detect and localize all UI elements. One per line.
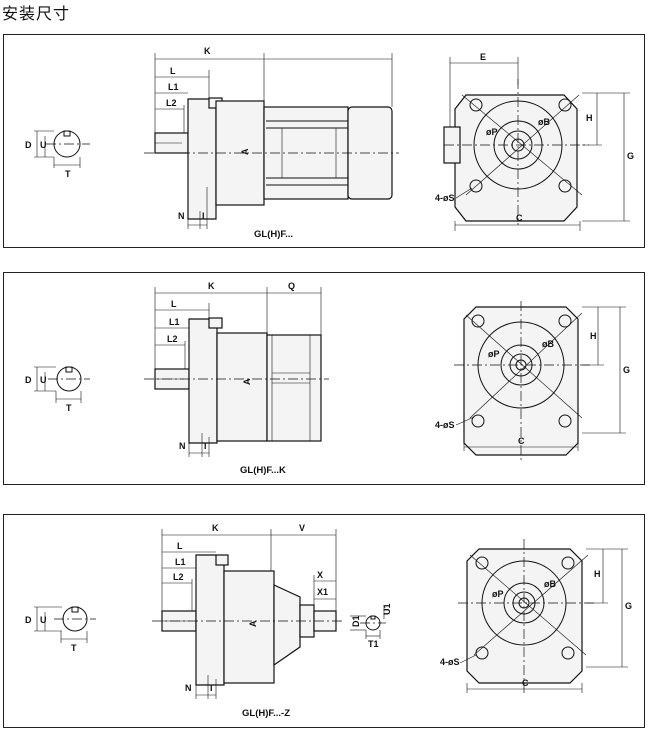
- dim-label-t: T: [71, 643, 77, 653]
- dim-label-h: H: [594, 569, 601, 579]
- dim-label-a: A: [248, 620, 258, 627]
- front-dimension-lines: [455, 306, 626, 451]
- side-view: [144, 317, 329, 444]
- dim-label-t1: T1: [368, 639, 379, 649]
- dim-label-i: I: [210, 683, 213, 693]
- dim-label-c: C: [518, 436, 525, 446]
- side-view: [144, 97, 399, 220]
- dim-label-l: L: [177, 541, 183, 551]
- dim-label-d: D: [25, 140, 32, 150]
- drawing-panel-z: D U T K V L L1 L2 X X1 N I A GL(H)F.: [3, 514, 645, 728]
- dim-label-l1: L1: [175, 557, 186, 567]
- front-view: [443, 79, 589, 225]
- shaft-end-view: [34, 130, 90, 168]
- dim-label-l2: L2: [173, 572, 184, 582]
- dim-label-p: øP: [488, 349, 500, 359]
- dim-label-b: øB: [538, 117, 550, 127]
- dim-label-l: L: [171, 299, 177, 309]
- front-dimension-lines: [459, 548, 628, 693]
- drawing-panel-motor: D U T K L L1 L2 N I A GL(H: [3, 34, 645, 248]
- z-type-drawing: D U T K V L L1 L2 X X1 N I A GL(H)F.: [25, 523, 632, 719]
- dim-label-k: K: [204, 46, 211, 56]
- shaft-end-view: [34, 366, 90, 403]
- dim-label-d1: D1: [351, 615, 361, 627]
- dim-label-n: N: [179, 441, 186, 451]
- front-dimension-lines: [449, 57, 630, 231]
- dim-label-p: øP: [492, 589, 504, 599]
- dim-label-p: øP: [486, 127, 498, 137]
- drawing-panel-k: D U T K Q L L1 L2 N I A GL(H)F...K: [3, 272, 645, 485]
- dimension-lines: [161, 529, 337, 699]
- dim-label-n: N: [185, 683, 192, 693]
- shaft-end-view: [34, 606, 96, 643]
- dim-label-i: I: [202, 211, 205, 221]
- dim-label-l: L: [170, 66, 176, 76]
- dimension-lines: [154, 53, 393, 229]
- dim-label-s: 4-øS: [435, 193, 455, 203]
- dim-label-l2: L2: [166, 98, 177, 108]
- front-view: [458, 539, 596, 695]
- dim-label-k: K: [212, 523, 219, 533]
- dim-label-d: D: [25, 615, 32, 625]
- dim-label-s: 4-øS: [440, 657, 460, 667]
- model-caption: GL(H)F...: [254, 229, 293, 240]
- dim-label-u: U: [40, 140, 47, 150]
- dim-label-l2: L2: [167, 334, 178, 344]
- dim-label-c: C: [522, 678, 529, 688]
- page-title: 安装尺寸: [2, 4, 71, 23]
- dim-label-b: øB: [544, 579, 556, 589]
- dim-label-a: A: [242, 378, 252, 385]
- dim-label-l1: L1: [168, 82, 179, 92]
- dim-label-d: D: [25, 375, 32, 385]
- k-type-drawing: D U T K Q L L1 L2 N I A GL(H)F...K: [25, 281, 630, 476]
- dim-label-u: U: [40, 615, 47, 625]
- dim-label-s: 4-øS: [435, 420, 455, 430]
- dim-label-h: H: [590, 331, 597, 341]
- dim-label-l1: L1: [169, 317, 180, 327]
- dim-label-g: G: [627, 151, 634, 161]
- dim-label-v: V: [299, 523, 305, 533]
- dim-label-u1: U1: [382, 603, 392, 615]
- dim-label-t: T: [65, 169, 71, 179]
- model-caption: GL(H)F...K: [240, 465, 286, 476]
- dim-label-k: K: [208, 281, 215, 291]
- dim-label-c: C: [516, 213, 523, 223]
- dim-label-i: I: [204, 441, 207, 451]
- output-shaft-end-view: [350, 607, 386, 639]
- model-caption: GL(H)F...-Z: [242, 708, 290, 719]
- dim-label-g: G: [625, 601, 632, 611]
- dimension-lines: [154, 287, 322, 457]
- front-view: [454, 301, 592, 463]
- dim-label-q: Q: [288, 281, 295, 291]
- dim-label-n: N: [178, 211, 185, 221]
- dim-label-u: U: [40, 375, 47, 385]
- dim-label-e: E: [480, 52, 486, 62]
- dim-label-x1: X1: [317, 587, 328, 597]
- dim-label-t: T: [66, 403, 72, 413]
- dim-label-h: H: [586, 113, 593, 123]
- motor-gearbox-drawing: D U T K L L1 L2 N I A GL(H: [25, 46, 634, 240]
- dim-label-a: A: [240, 148, 250, 155]
- dim-label-g: G: [623, 365, 630, 375]
- dim-label-b: øB: [542, 339, 554, 349]
- side-view: [152, 554, 342, 686]
- dim-label-x: X: [317, 570, 323, 580]
